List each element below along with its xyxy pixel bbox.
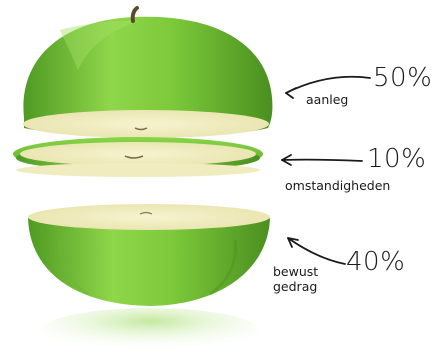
apple-bottom-piece — [28, 204, 270, 306]
percent-label-bottom: 40% — [346, 249, 405, 275]
apple-middle-slice — [13, 137, 263, 177]
percent-label-middle: 10% — [367, 146, 426, 172]
caption-label-bottom-line2: gedrag — [273, 281, 317, 294]
caption-label-bottom-line1: bewust — [273, 266, 318, 279]
apple-reflection — [42, 308, 258, 352]
apple-top-piece — [23, 8, 272, 138]
arrow-middle — [282, 155, 362, 165]
arrow-bottom — [288, 238, 345, 264]
caption-label-middle: omstandigheden — [285, 180, 390, 193]
caption-label-top: aanleg — [306, 94, 348, 107]
percent-label-top: 50% — [373, 65, 432, 91]
